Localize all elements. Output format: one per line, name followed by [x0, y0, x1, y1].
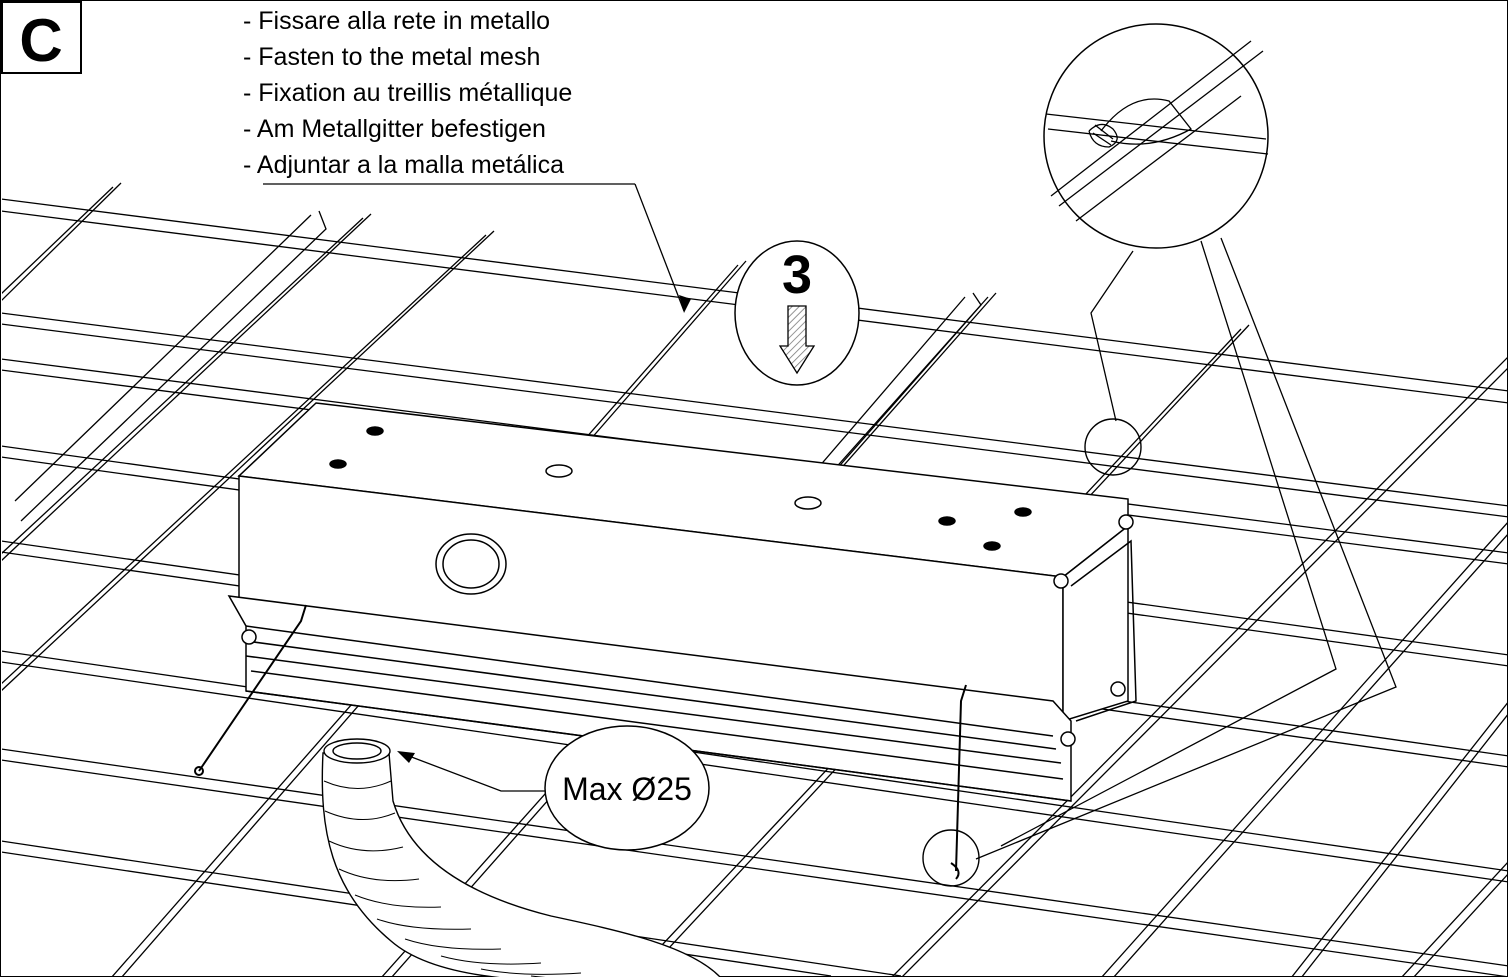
- instruction-line-de: - Am Metallgitter befestigen: [243, 115, 546, 143]
- step-number: 3: [782, 245, 812, 305]
- tie-wires: [194, 604, 967, 880]
- flexible-pipe: [321, 738, 721, 977]
- instruction-line-it: - Fissare alla rete in metallo: [243, 7, 550, 35]
- pipe-label: Max Ø25: [562, 771, 692, 807]
- mesh-support-angles: [14, 210, 982, 522]
- step-badge: [734, 240, 860, 386]
- detail-circle-small-bottom: [922, 829, 980, 887]
- detail-circle-small-top: [1084, 418, 1142, 476]
- arrow-heads: [397, 295, 691, 763]
- down-arrow-icon: [778, 305, 816, 375]
- instruction-list: - Fissare alla rete in metallo - Fasten …: [243, 7, 572, 179]
- instruction-line-en: - Fasten to the metal mesh: [243, 43, 540, 71]
- step-letter: C: [19, 7, 62, 74]
- pipe-label-badge: [544, 725, 710, 851]
- step-letter-box: [1, 1, 82, 74]
- detail-callout-lines: [263, 183, 1397, 860]
- detail-circle-large: [1043, 23, 1269, 249]
- instruction-line-es: - Adjuntar a la malla metálica: [243, 151, 564, 179]
- instruction-line-fr: - Fixation au treillis métallique: [243, 79, 572, 107]
- junction-box: [227, 402, 1137, 802]
